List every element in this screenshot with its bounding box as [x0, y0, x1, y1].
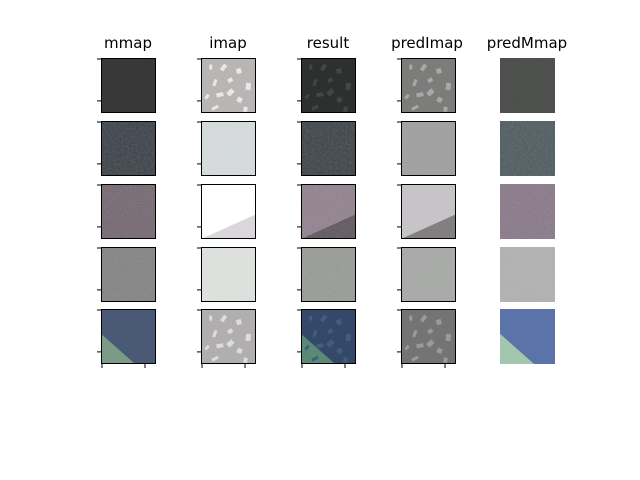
tile-imap-row-5 — [197, 309, 256, 368]
tile-mmap-row-4 — [97, 247, 156, 302]
tile-mmap-row-2 — [97, 121, 156, 176]
tile-predMmap-row-1 — [500, 58, 555, 113]
title-result: result — [306, 34, 350, 52]
tile-predImap-row-3 — [397, 184, 456, 239]
tile-predImap-row-5 — [397, 309, 456, 368]
tile-predMmap-row-2 — [500, 121, 555, 176]
tile-mmap-row-5 — [97, 309, 156, 368]
tile-imap-row-1 — [197, 58, 256, 113]
tile-mmap-row-3 — [97, 184, 156, 239]
title-predImap: predImap — [391, 34, 463, 52]
title-imap: imap — [209, 34, 247, 52]
tile-predMmap-row-4 — [500, 247, 555, 302]
tile-imap-row-4 — [197, 247, 256, 302]
tile-mmap-row-1 — [97, 58, 156, 113]
tile-predMmap-row-5 — [500, 309, 555, 364]
title-predMmap: predMmap — [486, 34, 568, 52]
tile-predMmap-row-3 — [500, 184, 555, 239]
tile-result-row-5 — [297, 309, 356, 368]
tile-predImap-row-4 — [397, 247, 456, 302]
tile-result-row-3 — [297, 184, 356, 239]
tile-result-row-4 — [297, 247, 356, 302]
tile-predImap-row-1 — [397, 58, 456, 113]
title-mmap: mmap — [104, 34, 152, 52]
tile-imap-row-3 — [197, 184, 256, 239]
tile-imap-row-2 — [197, 121, 256, 176]
tile-result-row-2 — [297, 121, 356, 176]
tile-predImap-row-2 — [397, 121, 456, 176]
tile-result-row-1 — [297, 58, 356, 113]
